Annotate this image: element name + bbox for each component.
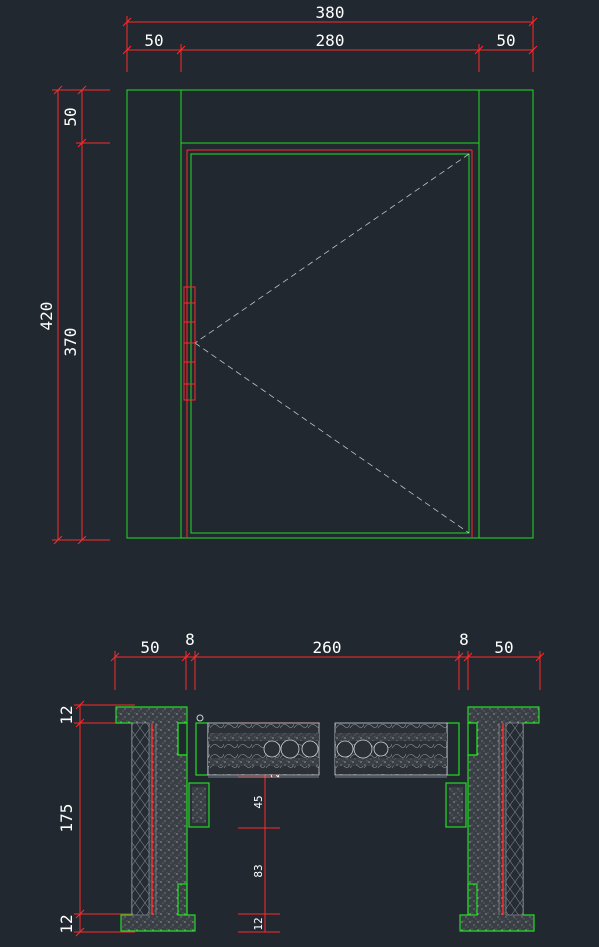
right-wall-section bbox=[445, 706, 540, 932]
elevation-top-dimensions: 380 50 280 50 bbox=[122, 3, 538, 72]
section-view: 50 8 260 8 50 12 175 12 bbox=[57, 630, 545, 937]
elevation-view: 380 50 280 50 420 50 370 bbox=[37, 3, 538, 545]
section-dim-bottom: 12 bbox=[57, 914, 76, 933]
hinge-icon bbox=[183, 286, 196, 401]
left-wall-section bbox=[115, 706, 210, 932]
inner-dim-d: 83 bbox=[252, 864, 265, 877]
section-dim-right: 50 bbox=[494, 638, 513, 657]
section-dim-left: 50 bbox=[140, 638, 159, 657]
dim-left-jamb: 50 bbox=[144, 31, 163, 50]
section-dim-middle: 260 bbox=[313, 638, 342, 657]
door-leaf-section bbox=[195, 714, 460, 778]
inner-dim-c: 45 bbox=[252, 795, 265, 808]
dim-opening-height: 370 bbox=[61, 328, 80, 357]
section-dim-right-gap: 8 bbox=[459, 630, 469, 649]
section-left-dimensions: 12 175 12 bbox=[57, 700, 135, 937]
dim-total-width: 380 bbox=[316, 3, 345, 22]
door-frame bbox=[126, 89, 534, 539]
dim-total-height: 420 bbox=[37, 302, 56, 331]
dim-head-height: 50 bbox=[61, 107, 80, 126]
section-dim-middle-height: 175 bbox=[57, 804, 76, 833]
elevation-left-dimensions: 420 50 370 bbox=[37, 85, 110, 545]
dim-opening-width: 280 bbox=[316, 31, 345, 50]
dim-right-jamb: 50 bbox=[496, 31, 515, 50]
inner-dim-e: 12 bbox=[252, 917, 265, 930]
door-leaf bbox=[190, 153, 470, 534]
section-dim-top: 12 bbox=[57, 705, 76, 724]
section-top-dimensions: 50 8 260 8 50 bbox=[110, 630, 545, 690]
section-dim-left-gap: 8 bbox=[185, 630, 195, 649]
